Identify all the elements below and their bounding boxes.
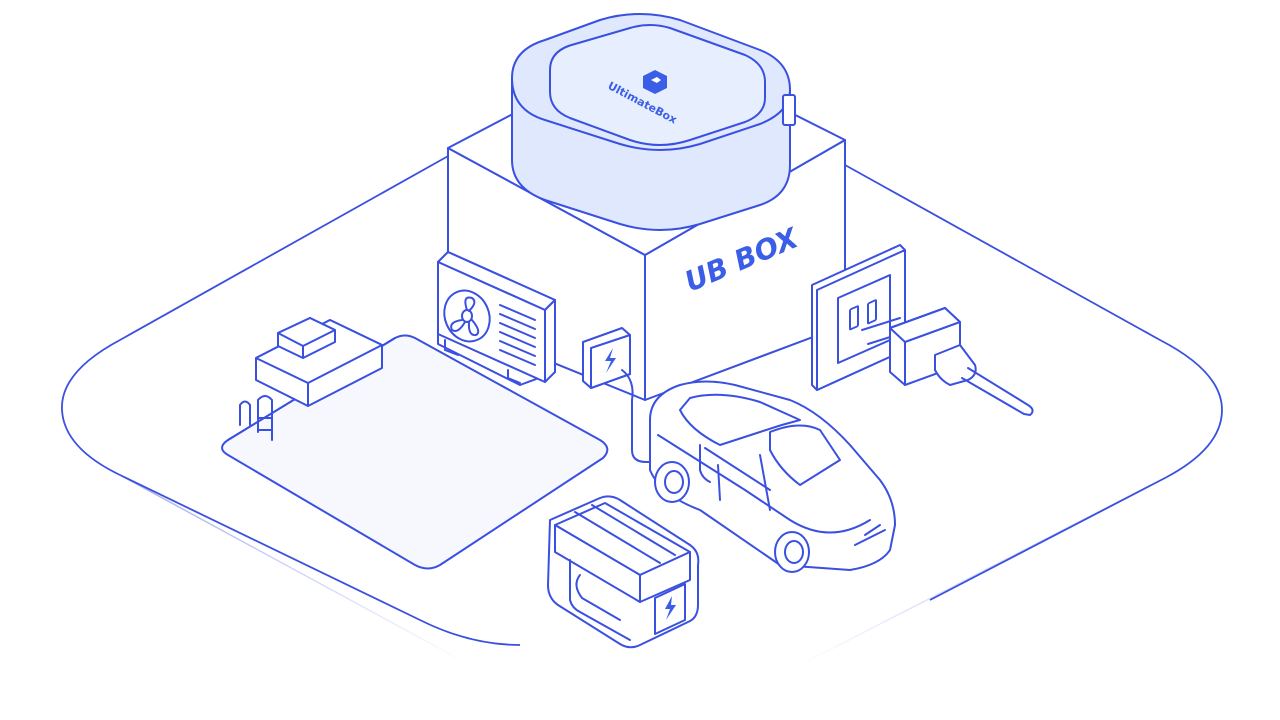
air-conditioner [437,251,556,386]
router-lid: UltimateBox [511,13,796,231]
generator-lightning-icon [665,596,676,620]
ultimatebox-logo-icon [643,70,667,94]
car-wheel-rear [774,531,810,573]
power-generator [547,495,700,649]
power-plug [861,307,1034,416]
fan-icon [443,289,491,343]
lightning-icon [605,348,616,373]
pool-pump-icon [255,317,383,407]
platform [61,154,1223,666]
power-outlet [811,244,906,391]
pool-ladder-icon [239,395,273,441]
electric-car [649,380,896,573]
wall-charger [582,327,666,463]
car-wheel-front [654,461,690,503]
